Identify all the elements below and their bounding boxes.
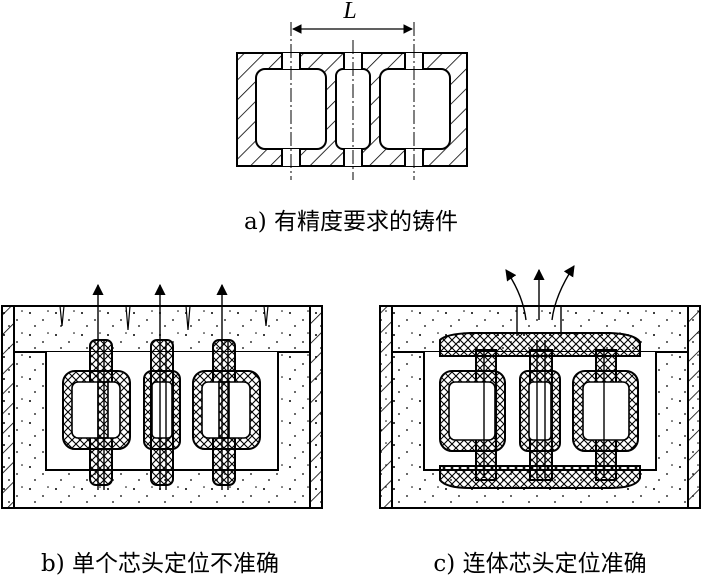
caption-a: a) 有精度要求的铸件 bbox=[244, 209, 458, 235]
joined-core-middle bbox=[519, 370, 561, 452]
casting-a: L bbox=[236, 0, 468, 180]
flask-wall-left bbox=[379, 305, 393, 509]
cavity-right bbox=[379, 68, 451, 150]
mold-b bbox=[1, 283, 323, 509]
caption-c: c) 连体芯头定位准确 bbox=[433, 551, 646, 577]
caption-b: b) 单个芯头定位不准确 bbox=[41, 551, 279, 577]
joined-core-left bbox=[439, 370, 506, 452]
core-3 bbox=[192, 339, 261, 486]
dimension-label: L bbox=[342, 0, 356, 24]
joined-core-right bbox=[572, 370, 639, 452]
core-1 bbox=[62, 339, 131, 486]
mold-c bbox=[379, 265, 701, 509]
flask-wall-left bbox=[1, 305, 15, 509]
vent-arrows bbox=[505, 265, 575, 321]
core-2 bbox=[143, 339, 181, 486]
flask-wall-right bbox=[687, 305, 701, 509]
flask-wall-right bbox=[309, 305, 323, 509]
